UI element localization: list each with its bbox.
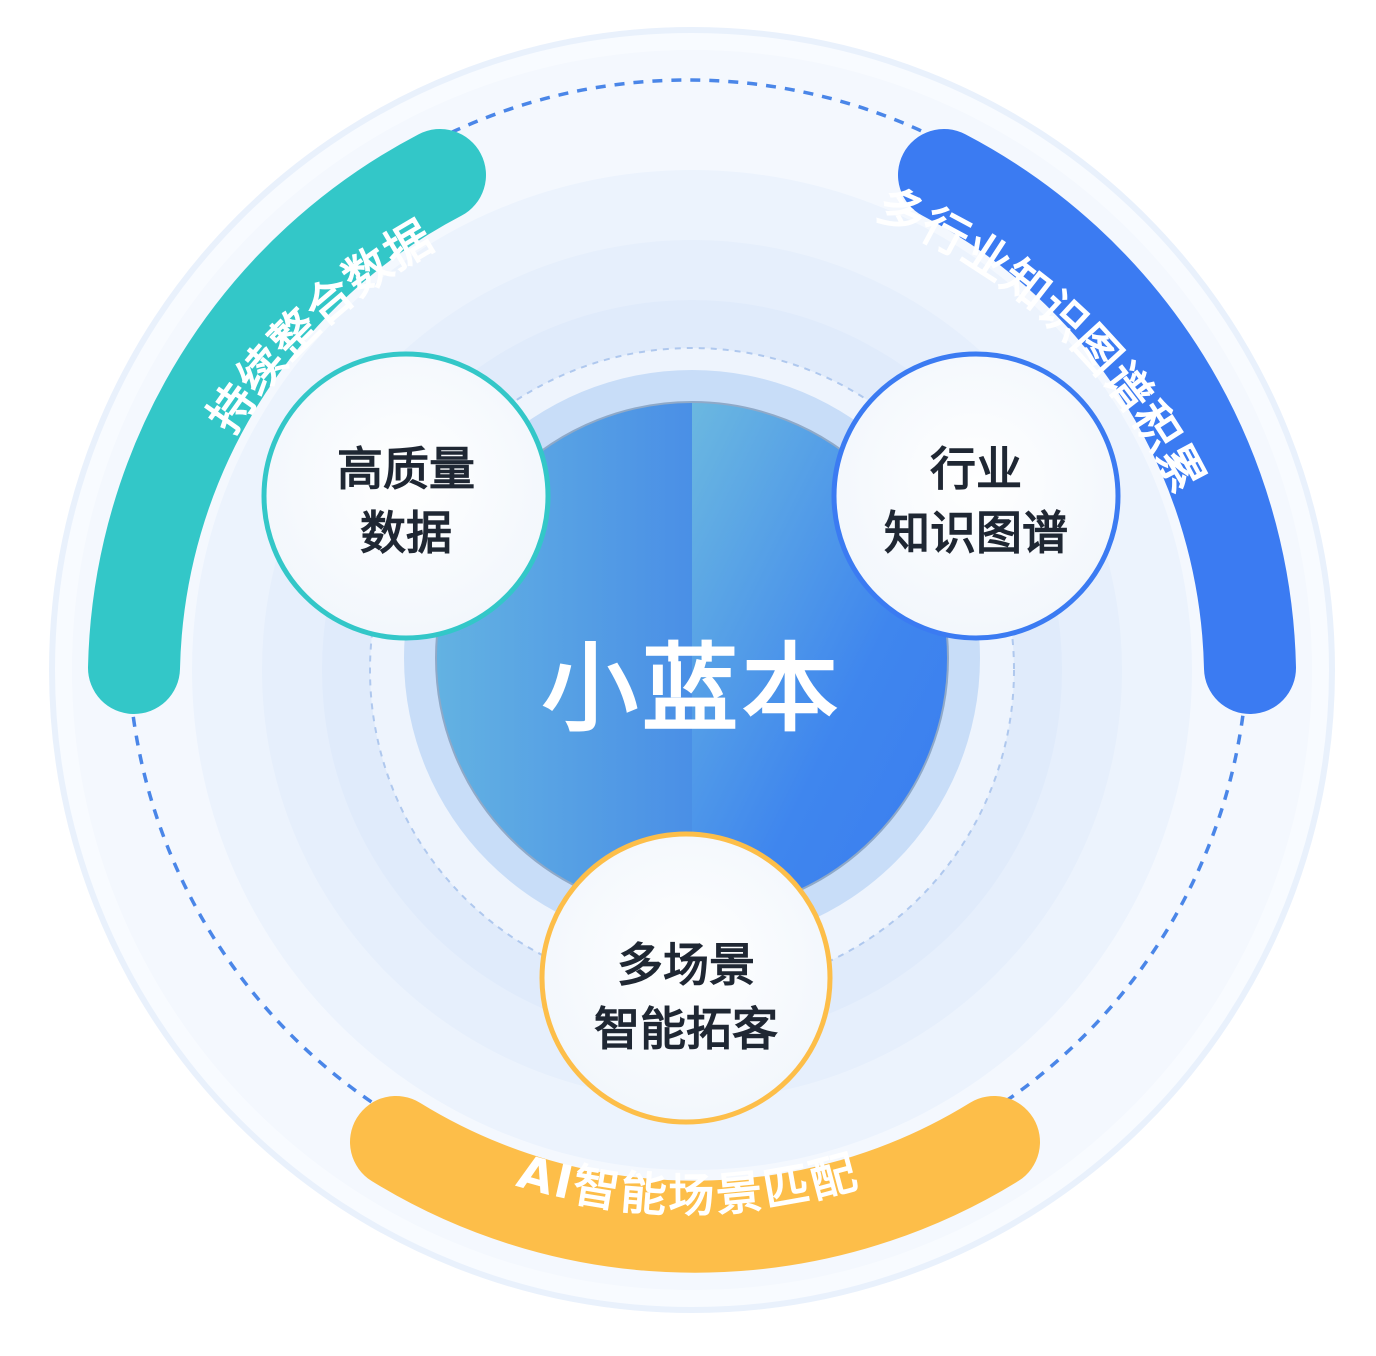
- node-industry-knowledge-graph-line2: 知识图谱: [884, 506, 1068, 560]
- node-multi-scene-line2: 智能拓客: [594, 1002, 778, 1056]
- node-high-quality-data-circle: [261, 351, 551, 641]
- node-industry-knowledge-graph: 行业 知识图谱: [831, 351, 1121, 641]
- node-high-quality-data: 高质量 数据: [261, 351, 551, 641]
- node-multi-scene-line1: 多场景: [617, 938, 755, 992]
- node-multi-scene: 多场景 智能拓客: [539, 831, 833, 1125]
- core-title: 小蓝本: [542, 633, 842, 745]
- node-industry-knowledge-graph-circle: [831, 351, 1121, 641]
- left-arc: [88, 129, 486, 714]
- right-arc: [898, 129, 1296, 714]
- node-high-quality-data-line2: 数据: [360, 506, 452, 560]
- bottom-arc: [350, 1096, 1040, 1273]
- node-high-quality-data-line1: 高质量: [337, 442, 475, 496]
- node-industry-knowledge-graph-line1: 行业: [930, 442, 1022, 496]
- node-multi-scene-circle: [539, 831, 833, 1125]
- colored-arcs: [88, 129, 1296, 1273]
